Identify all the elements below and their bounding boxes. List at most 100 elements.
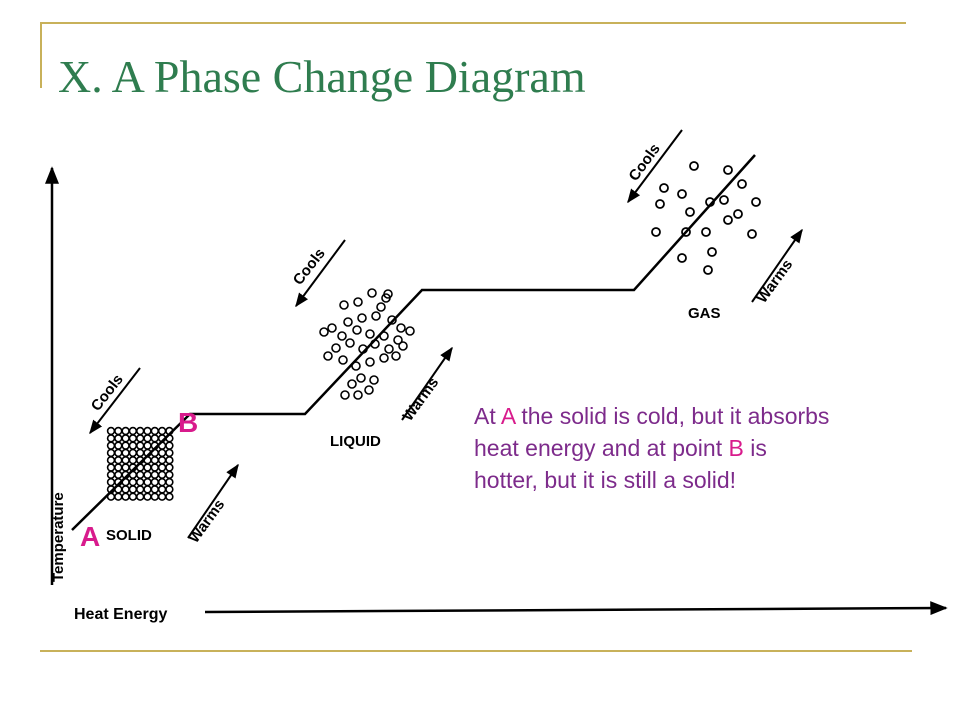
gas-particle: [707, 247, 717, 257]
solid-particle: [165, 470, 174, 479]
point-label-b: B: [178, 407, 198, 438]
liquid-particle: [319, 327, 329, 337]
liquid-particle: [356, 373, 366, 383]
solid-particle: [143, 441, 152, 450]
liquid-particle: [379, 331, 389, 341]
gas-particle: [677, 253, 687, 263]
solid-particle: [150, 485, 160, 494]
solid-particle: [114, 434, 123, 443]
liquid-particles: [319, 288, 415, 400]
gas-particle: [733, 209, 743, 219]
liquid-particle: [383, 289, 393, 299]
solid-particle: [150, 477, 160, 487]
solid-particles: [106, 426, 174, 501]
gas-particle: [719, 195, 729, 205]
frame-left-line: [40, 22, 42, 88]
solid-particle: [121, 492, 130, 501]
warms-arrow-solid: [187, 463, 239, 539]
solid-particle: [114, 426, 123, 436]
solid-particle: [121, 485, 130, 494]
solid-particle: [150, 470, 160, 479]
liquid-particle: [327, 323, 337, 333]
solid-particle: [114, 463, 123, 472]
warms-label-gas: Warms: [753, 256, 796, 306]
liquid-particle: [371, 311, 381, 321]
liquid-particle: [398, 341, 408, 351]
liquid-particle: [323, 351, 333, 361]
solid-particle: [165, 448, 174, 458]
solid-particle: [136, 477, 145, 487]
gas-particle: [747, 229, 757, 239]
x-axis-line: [204, 601, 948, 616]
solid-particle: [136, 463, 145, 472]
solid-particle: [150, 448, 160, 458]
x-axis-label: Heat Energy: [74, 606, 167, 623]
liquid-particle: [357, 313, 367, 323]
solid-particle: [121, 434, 130, 443]
cools-arrow-liquid: [295, 239, 346, 308]
solid-particle: [136, 448, 145, 458]
slide-title: X. A Phase Change Diagram: [58, 51, 586, 102]
liquid-particle: [379, 353, 389, 363]
liquid-particle: [340, 390, 350, 400]
solid-particle: [136, 470, 145, 479]
solid-particle: [114, 485, 123, 494]
solid-particle: [128, 434, 138, 443]
solid-particle: [143, 426, 152, 436]
solid-particle: [150, 492, 160, 501]
cools-arrow-gas: [627, 129, 683, 204]
frame-bottom-line: [40, 650, 912, 652]
solid-particle: [165, 456, 174, 465]
solid-particle: [150, 434, 160, 443]
gas-particle: [651, 227, 661, 237]
solid-particle: [128, 441, 138, 450]
liquid-particle: [353, 297, 363, 307]
solid-particle: [157, 470, 167, 479]
solid-particle: [143, 470, 152, 479]
gas-particle: [723, 165, 733, 175]
solid-particle: [114, 492, 123, 501]
warms-label-solid: Warms: [185, 496, 228, 546]
liquid-particle: [352, 325, 362, 335]
solid-particle: [106, 492, 116, 501]
solid-particle: [121, 441, 130, 450]
solid-particle: [150, 463, 160, 472]
solid-particle: [121, 426, 130, 436]
heating-curve: [71, 154, 756, 531]
solid-particle: [165, 463, 174, 472]
solid-particle: [143, 434, 152, 443]
liquid-particle: [331, 343, 341, 353]
solid-particle: [106, 448, 116, 458]
liquid-particle: [393, 335, 403, 345]
solid-particle: [136, 441, 145, 450]
phase-label-liquid: LIQUID: [330, 433, 381, 450]
note-part-1: At: [474, 403, 501, 429]
gas-particle: [705, 197, 715, 207]
liquid-particle: [339, 300, 349, 310]
liquid-particle: [337, 331, 347, 341]
solid-particle: [106, 470, 116, 479]
solid-particle: [121, 456, 130, 465]
liquid-particle: [387, 315, 397, 325]
solid-particle: [157, 485, 167, 494]
gas-particle: [751, 197, 761, 207]
solid-particle: [157, 441, 167, 450]
gas-particle: [655, 199, 665, 209]
solid-particle: [106, 477, 116, 487]
phase-label-gas: GAS: [688, 305, 721, 322]
solid-particle: [157, 456, 167, 465]
solid-particle: [128, 448, 138, 458]
solid-particle: [128, 492, 138, 501]
liquid-particle: [396, 323, 406, 333]
solid-particle: [106, 463, 116, 472]
gas-particle: [737, 179, 747, 189]
point-label-a: A: [80, 521, 100, 552]
cools-arrow-solid: [89, 367, 141, 435]
warms-label-liquid: Warms: [399, 374, 442, 424]
solid-particle: [114, 441, 123, 450]
solid-particle: [128, 485, 138, 494]
solid-particle: [136, 426, 145, 436]
solid-particle: [106, 434, 116, 443]
warms-arrow-gas: [751, 228, 803, 303]
